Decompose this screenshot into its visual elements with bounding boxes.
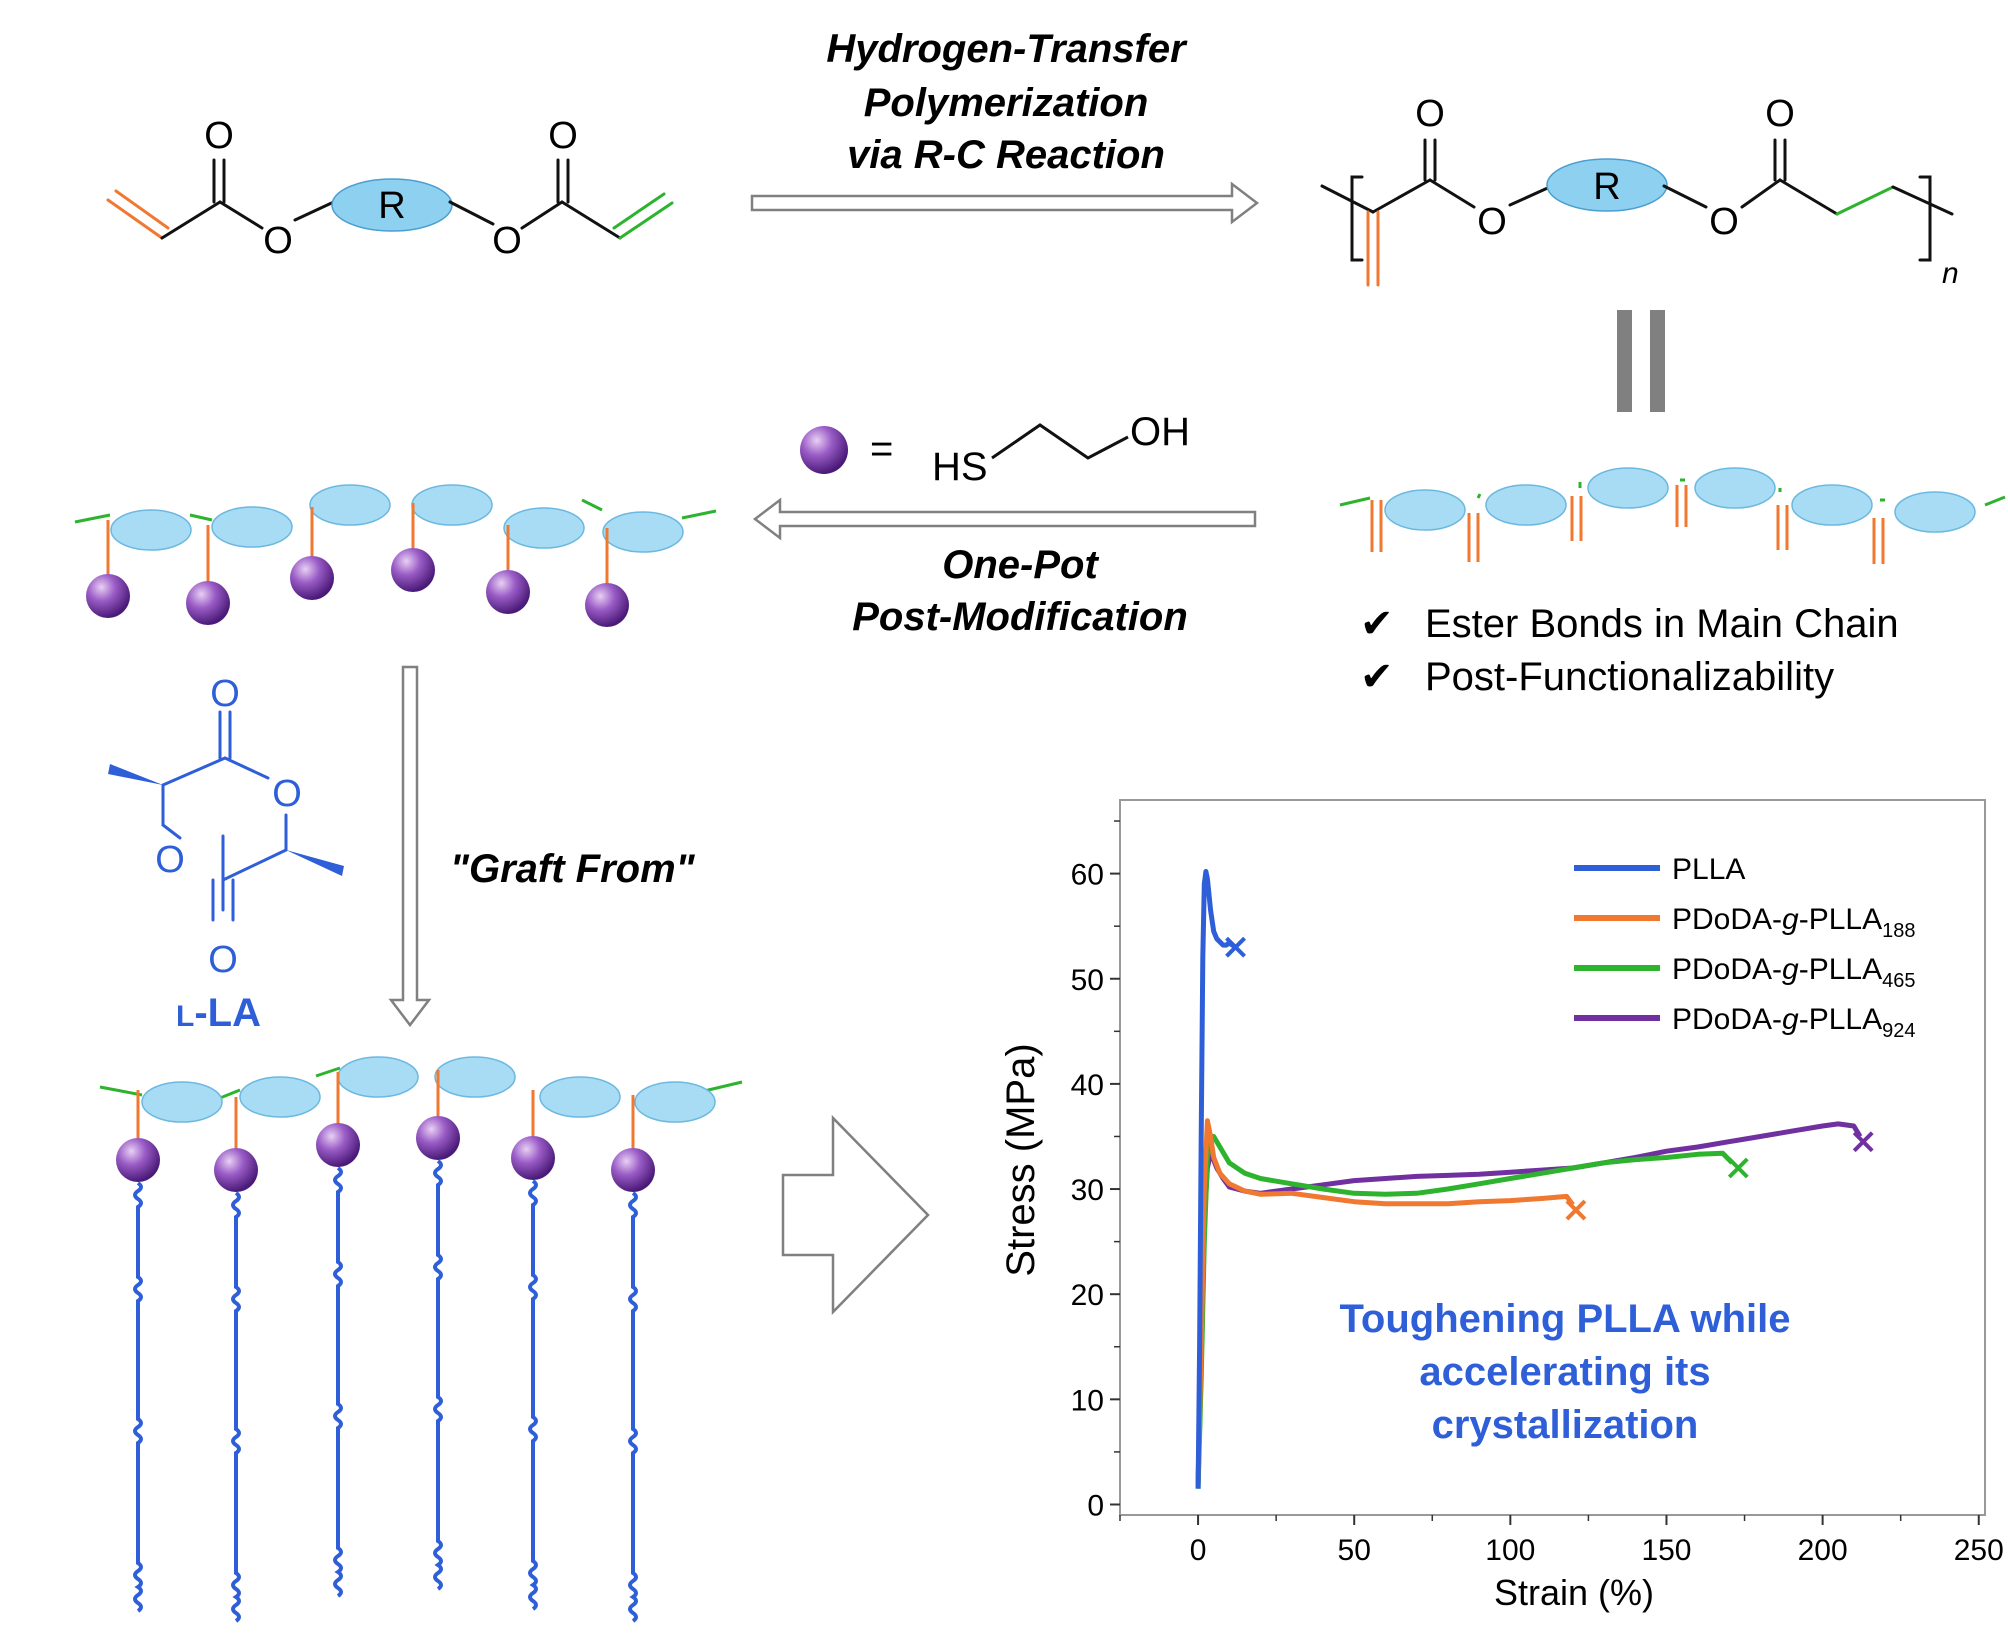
x-tick-label: 0 xyxy=(1190,1534,1207,1567)
break-marker xyxy=(1852,1131,1874,1153)
y-tick-label: 20 xyxy=(1071,1279,1104,1312)
legend-entry: PDoDA-g-PLLA465 xyxy=(1574,953,1915,992)
series-line xyxy=(1195,869,1237,1489)
polymerization-label: Polymerization xyxy=(864,81,1149,125)
postmod-label: Post-Modification xyxy=(852,595,1188,639)
legend: PLLA PDoDA-g-PLLA188PDoDA-g-PLLA465PDoDA-… xyxy=(1574,853,1915,1042)
plot-frame xyxy=(1119,799,1986,1516)
x-axis: 0 50 100 150 200 250 xyxy=(1119,1515,2004,1567)
legend-label: PDoDA-g-PLLA465 xyxy=(1672,953,1915,992)
legend-label: PDoDA-g-PLLA188 xyxy=(1672,903,1915,942)
atom-o: O xyxy=(210,673,240,715)
y-axis-label: Stress (MPa) xyxy=(999,1043,1043,1276)
thiol-oh: OH xyxy=(1130,410,1190,454)
repeat-index: n xyxy=(1942,257,1959,290)
equivalence-bar xyxy=(1617,310,1632,412)
annotation-line: Toughening PLLA while xyxy=(1339,1297,1790,1341)
series-group xyxy=(1195,869,1874,1489)
legend-label: PLLA xyxy=(1672,853,1745,886)
feature-text: Ester Bonds in Main Chain xyxy=(1425,602,1899,646)
feature-text: Post-Functionalizability xyxy=(1425,655,1834,699)
graft-label: "Graft From" xyxy=(450,847,696,891)
thiol-equals: = xyxy=(870,427,893,471)
grafted-brush xyxy=(99,1056,743,1623)
break-marker xyxy=(1565,1199,1587,1221)
backbone-schematic xyxy=(1339,467,2006,564)
equivalence-bar xyxy=(1650,310,1665,412)
thiol-hs: HS xyxy=(932,445,988,489)
x-axis-label: Strain (%) xyxy=(1494,1572,1654,1613)
atom-o: O xyxy=(1765,93,1795,135)
annotation-line: accelerating its xyxy=(1419,1350,1710,1394)
polymerization-arrow xyxy=(750,181,1260,225)
r-linker-ellipse xyxy=(331,178,453,232)
postmod-label: One-Pot xyxy=(942,543,1099,587)
y-tick-label: 10 xyxy=(1071,1384,1104,1417)
chart-annotation: Toughening PLLA while accelerating its c… xyxy=(1339,1297,1790,1447)
plla-chain xyxy=(333,1166,343,1598)
y-axis: 0 10 20 30 40 50 60 xyxy=(1071,820,1120,1522)
thiol-sphere-icon xyxy=(800,426,848,474)
stress-strain-chart: 0 10 20 30 40 50 60 0 50 100 150 200 250 PLLA PDoDA-… xyxy=(999,799,2004,1613)
annotation-line: crystallization xyxy=(1432,1403,1699,1447)
lactide-structure xyxy=(161,710,288,922)
break-marker xyxy=(1727,1157,1749,1179)
x-tick-label: 200 xyxy=(1798,1534,1848,1567)
legend-label: PDoDA-g-PLLA924 xyxy=(1672,1003,1915,1042)
atom-o: O xyxy=(204,115,234,157)
diacrylate-monomer xyxy=(106,158,674,240)
lactide-label: L-LA xyxy=(176,991,261,1035)
atom-o: O xyxy=(272,773,302,815)
thiol-grafted-backbone xyxy=(74,484,717,627)
polymerization-label: via R-C Reaction xyxy=(847,133,1165,177)
check-icon: ✔ xyxy=(1360,602,1394,646)
atom-r: R xyxy=(1593,166,1620,208)
x-tick-label: 150 xyxy=(1641,1534,1691,1567)
graft-arrow xyxy=(388,665,432,1028)
x-tick-label: 250 xyxy=(1954,1534,2004,1567)
atom-o: O xyxy=(548,115,578,157)
check-icon: ✔ xyxy=(1360,655,1394,699)
atom-o: O xyxy=(1709,201,1739,243)
wedge-bond xyxy=(108,764,163,785)
plla-chain xyxy=(231,1191,241,1623)
atom-o: O xyxy=(1477,201,1507,243)
legend-entry: PDoDA-g-PLLA188 xyxy=(1574,903,1915,942)
polymerization-label: Hydrogen-Transfer xyxy=(826,27,1188,71)
atom-o: O xyxy=(208,939,238,981)
result-arrow xyxy=(781,1114,930,1316)
atom-o: O xyxy=(155,839,185,881)
x-tick-label: 100 xyxy=(1485,1534,1535,1567)
legend-entry: PLLA xyxy=(1574,853,1745,886)
y-tick-label: 40 xyxy=(1071,1069,1104,1102)
atom-o: O xyxy=(492,220,522,262)
atom-o: O xyxy=(1415,93,1445,135)
plla-chain xyxy=(628,1191,638,1623)
atom-r: R xyxy=(378,185,405,227)
thiol-chain xyxy=(991,423,1129,460)
plla-chain xyxy=(133,1181,143,1613)
y-tick-label: 0 xyxy=(1087,1489,1104,1522)
wedge-bond xyxy=(286,850,344,876)
y-tick-label: 30 xyxy=(1071,1174,1104,1207)
break-marker xyxy=(1225,936,1246,958)
plla-chain xyxy=(433,1159,443,1591)
series-line xyxy=(1195,1118,1575,1479)
y-tick-label: 50 xyxy=(1071,964,1104,997)
y-tick-label: 60 xyxy=(1071,859,1104,892)
x-tick-label: 50 xyxy=(1338,1534,1371,1567)
atom-o: O xyxy=(263,220,293,262)
polyester-repeat-unit xyxy=(1320,138,1954,287)
postmod-arrow xyxy=(752,497,1257,541)
plla-chain xyxy=(528,1179,538,1611)
legend-entry: PDoDA-g-PLLA924 xyxy=(1574,1003,1915,1042)
